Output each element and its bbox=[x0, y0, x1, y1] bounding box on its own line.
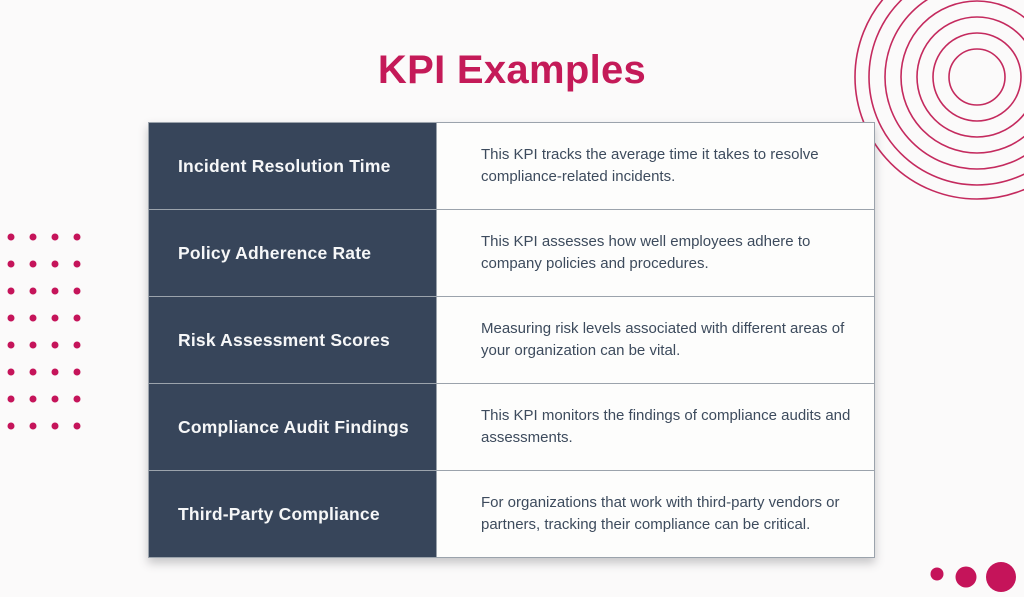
kpi-name-cell: Policy Adherence Rate bbox=[149, 210, 437, 296]
table-row: Compliance Audit Findings This KPI monit… bbox=[149, 384, 874, 471]
three-dots-icon bbox=[930, 562, 1016, 592]
table-row: Incident Resolution Time This KPI tracks… bbox=[149, 123, 874, 210]
kpi-table: Incident Resolution Time This KPI tracks… bbox=[148, 122, 875, 558]
kpi-name-cell: Third-Party Compliance bbox=[149, 471, 437, 557]
kpi-description-cell: For organizations that work with third-p… bbox=[481, 494, 840, 533]
kpi-name-cell: Compliance Audit Findings bbox=[149, 384, 437, 470]
table-row: Third-Party Compliance For organizations… bbox=[149, 471, 874, 557]
kpi-name-cell: Incident Resolution Time bbox=[149, 123, 437, 209]
kpi-name-cell: Risk Assessment Scores bbox=[149, 297, 437, 383]
kpi-description-cell: This KPI assesses how well employees adh… bbox=[481, 233, 811, 272]
kpi-description-cell: Measuring risk levels associated with di… bbox=[481, 320, 845, 359]
slide-title: KPI Examples bbox=[377, 48, 647, 92]
dot-grid-icon bbox=[7, 233, 87, 431]
kpi-description-cell: This KPI monitors the findings of compli… bbox=[481, 407, 851, 446]
kpi-description-cell: This KPI tracks the average time it take… bbox=[481, 146, 819, 185]
table-row: Policy Adherence Rate This KPI assesses … bbox=[149, 210, 874, 297]
table-row: Risk Assessment Scores Measuring risk le… bbox=[149, 297, 874, 384]
